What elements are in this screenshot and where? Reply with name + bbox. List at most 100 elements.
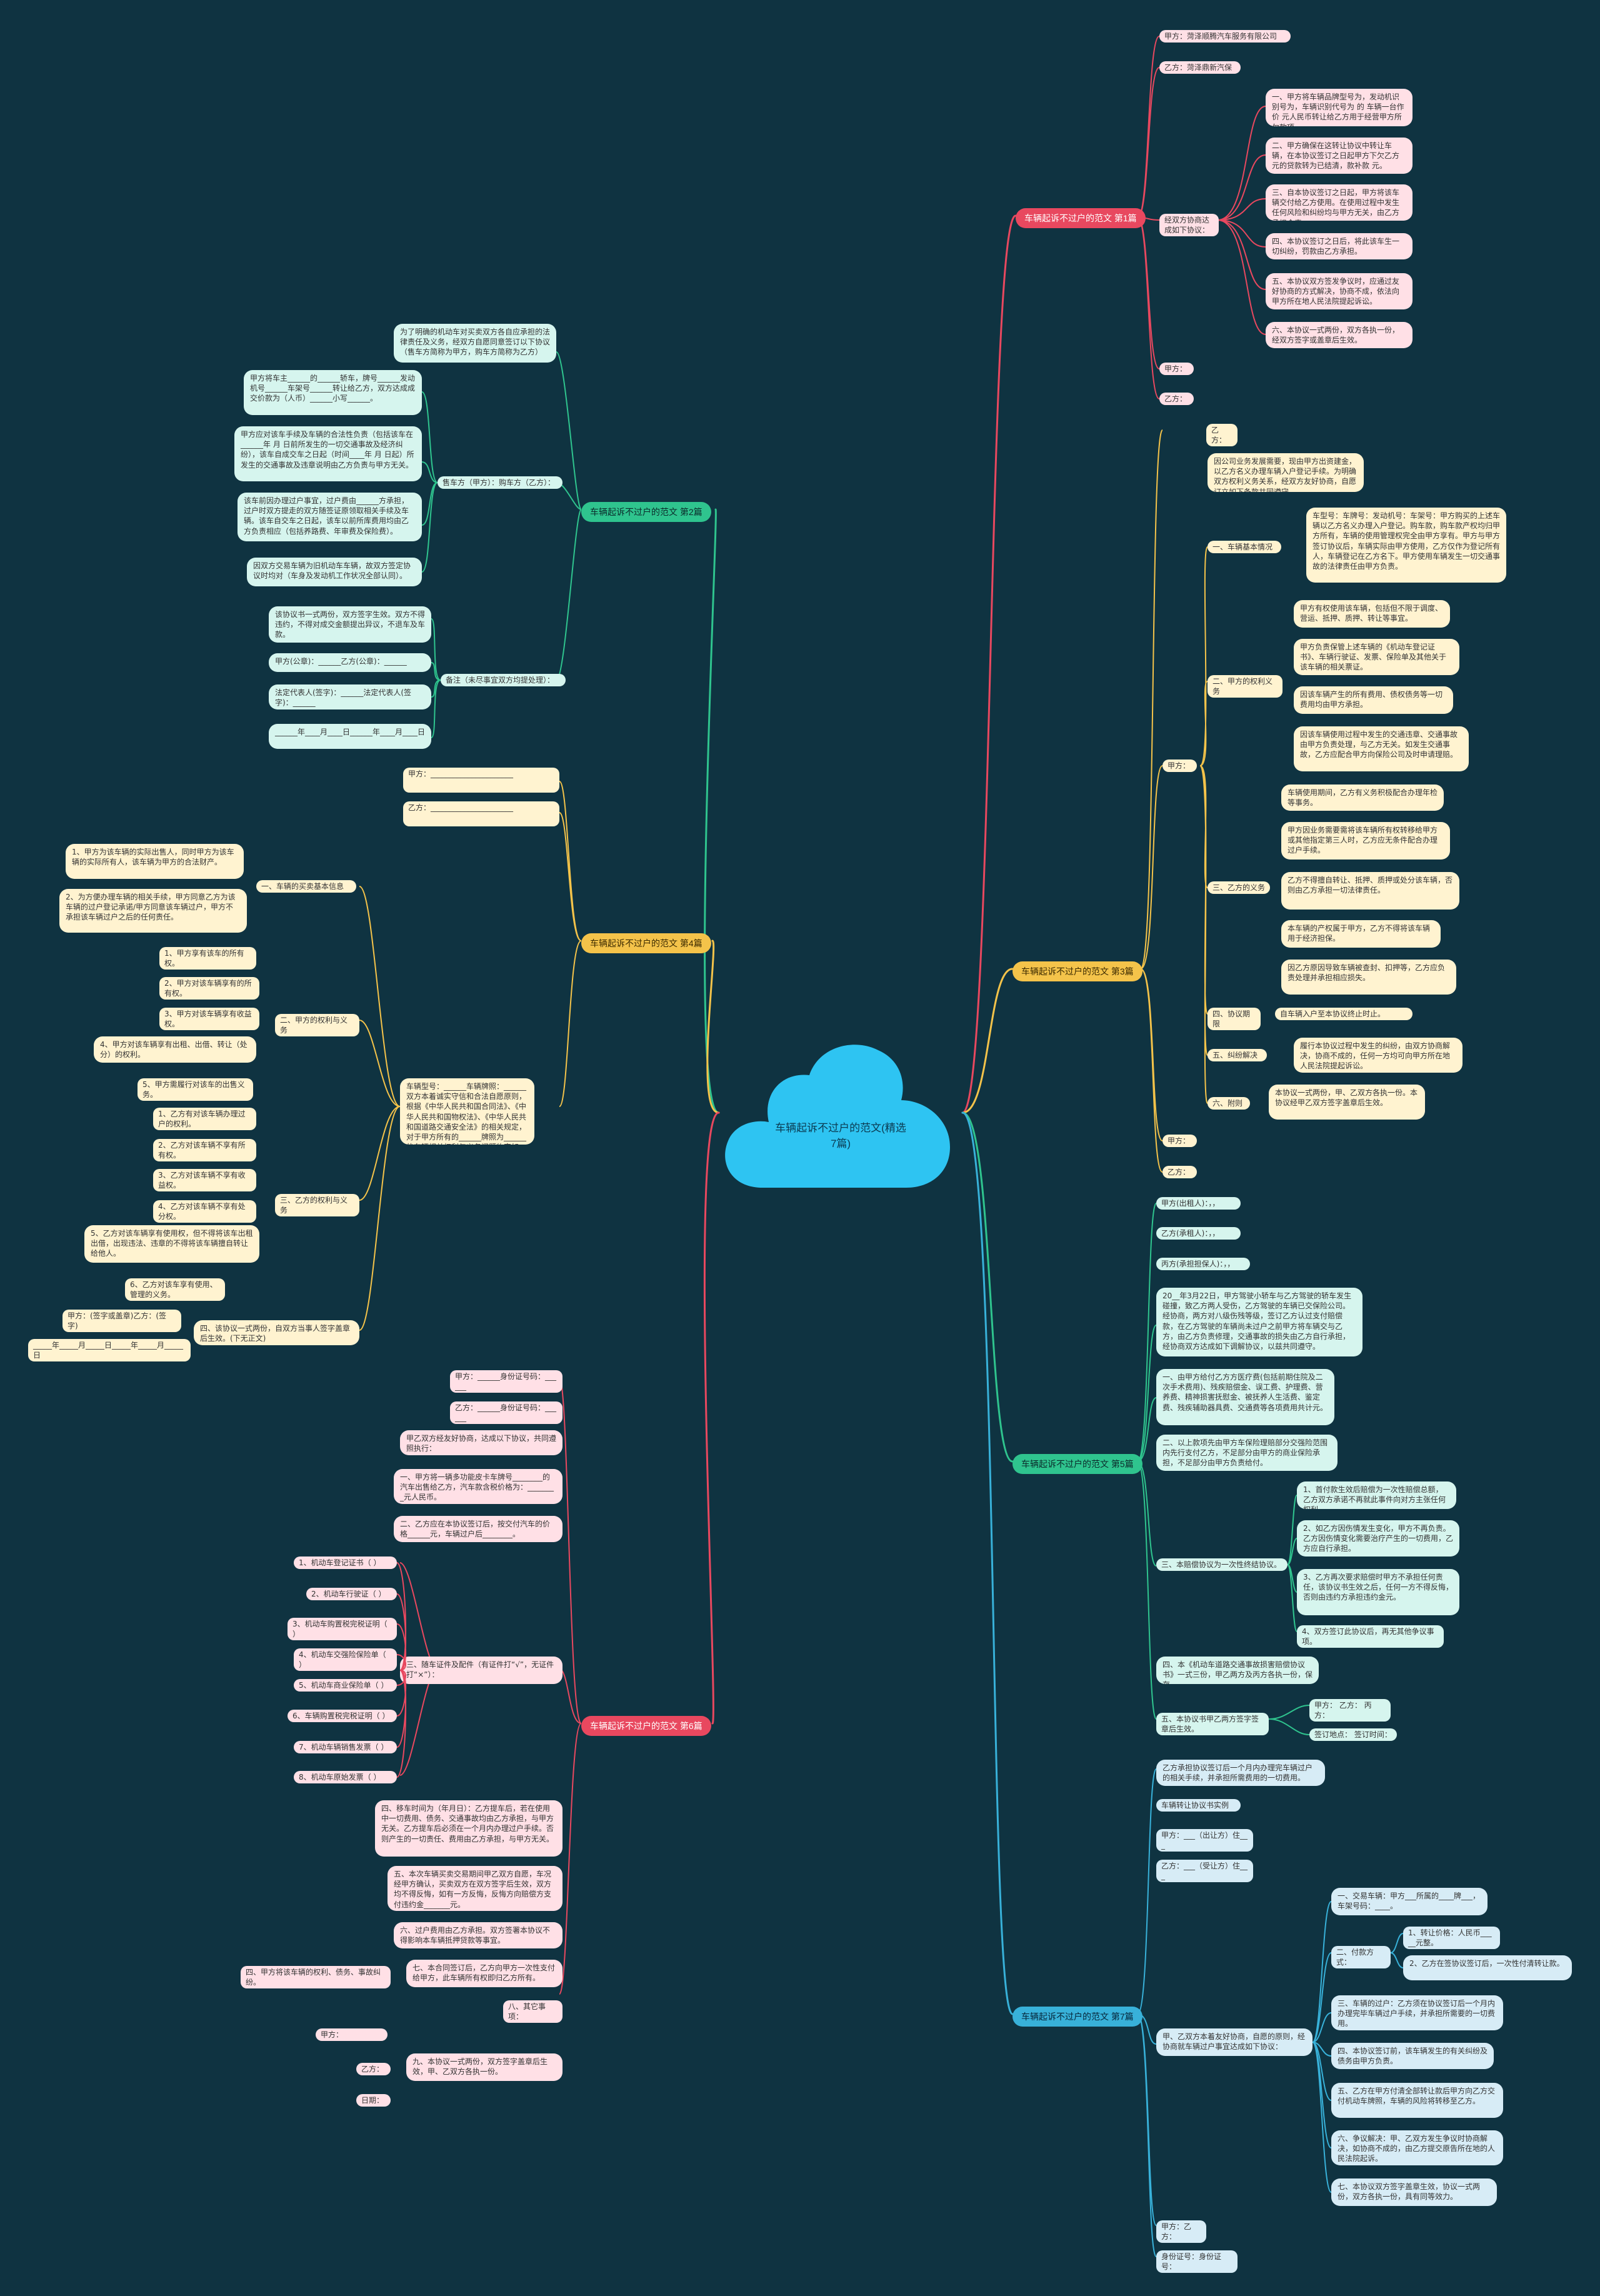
b5-party-b: 乙方(承租人)：，，	[1156, 1227, 1241, 1240]
b1-clause-3: 三、自本协议签订之日起，甲方将该车辆交付给乙方使用。在使用过程中发生任何风险和纠…	[1266, 184, 1412, 221]
b3-s2-item-2: 甲方负责保管上述车辆的《机动车登记证书》、车辆行驶证、发票、保险单及其他关于该车…	[1294, 639, 1459, 675]
b6-clause-2: 二、乙方应在本协议签订后，按交付汽车的价格______元，车辆过户后______…	[394, 1516, 562, 1542]
b4-g4-item-2: _____年_____月_____日_____年_____月_____日	[28, 1339, 191, 1362]
b3-s6-detail: 本协议一式两份，甲、乙双方各执一份。本协议经甲乙双方签字盖章后生效。	[1269, 1085, 1425, 1120]
b4-g2-item-4: 4、甲方对该车辆享有出租、出借、转让（处分）的权利。	[94, 1036, 256, 1063]
b2-section-4: 因双方交易车辆为旧机动车车辆，故双方签定协议时均对（车身及发动机工作状况全部认同…	[247, 558, 422, 586]
b5-s5: 五、本协议书甲乙两方签字签章后生效。	[1156, 1713, 1269, 1736]
b3-s3-item-5: 因乙方原因导致车辆被查封、扣押等，乙方应负责处理并承担相应损失。	[1281, 960, 1456, 995]
b2-section-3: 该车前因办理过户事宜，过户费由______方承担，过户时双方提走的双方随签证原领…	[238, 493, 422, 541]
b7-g2: 二、付款方式：	[1331, 1946, 1391, 1969]
b5-s1: 一、由甲方给付乙方方医疗费(包括前期住院及二次手术费用)、残疾赔偿金、误工费、护…	[1156, 1369, 1334, 1425]
b3-sign-b: 乙方：	[1162, 1166, 1197, 1179]
b6-clause-4: 四、移车时间为（年月日）：乙方提车后，若在使用中一切费用、债务、交通事故均由乙方…	[375, 1800, 562, 1857]
b6-doc-7: 7、机动车辆销售发票（ ）	[294, 1741, 397, 1754]
branch-6[interactable]: 车辆起诉不过户的范文 第6篇	[581, 1716, 711, 1736]
b7-g2-item-2: 2、乙方在签协议签订后，一次性付清转让款。	[1403, 1955, 1572, 1980]
b1-party-b: 乙方：菏泽鼎新汽保	[1159, 61, 1241, 74]
b4-g2-item-3: 3、甲方对该车辆享有收益权。	[159, 1008, 259, 1031]
b3-s2-item-1: 甲方有权使用该车辆，包括但不限于调度、营运、抵押、质押、转让等事宜。	[1294, 600, 1450, 628]
branch-1[interactable]: 车辆起诉不过户的范文 第1篇	[1016, 208, 1146, 228]
b3-s2-item-3: 因该车辆产生的所有费用、债权债务等一切费用均由甲方承担。	[1294, 686, 1453, 714]
b7-g4: 四、本协议签订前，该车辆发生的有关纠纷及债务由甲方负责。	[1331, 2043, 1494, 2069]
b7-sign: 甲方：乙方：	[1156, 2220, 1206, 2243]
b4-g4: 四、该协议一式两份，自双方当事人签字盖章后生效。(下无正文)	[194, 1320, 359, 1345]
b6-sign-a: 甲方：	[316, 2028, 388, 2042]
b3-s1: 一、车辆基本情况	[1208, 541, 1281, 554]
b4-vehicle-hub: 车辆型号：______车辆牌照：______双方本着诚实守信和合法自愿原则，根据…	[400, 1078, 534, 1145]
b6-clause-7: 七、本合同签订后，乙方向甲方一次性支付给甲方，此车辆所有权即归乙方所有。	[406, 1960, 562, 1987]
b2-remark-4: ______年____月____日______年____月____日	[269, 724, 431, 749]
branch-4[interactable]: 车辆起诉不过户的范文 第4篇	[581, 933, 711, 953]
branch-5[interactable]: 车辆起诉不过户的范文 第5篇	[1012, 1454, 1142, 1474]
branch-7[interactable]: 车辆起诉不过户的范文 第7篇	[1012, 2007, 1142, 2027]
b6-preamble: 甲乙双方经友好协商，达成以下协议，共同遵照执行：	[400, 1430, 562, 1455]
b6-party-b: 乙方：______身份证号码：______	[450, 1401, 562, 1425]
b3-s3: 三、乙方的义务	[1208, 881, 1270, 895]
b3-s3-item-2: 甲方因业务需要需将该车辆所有权转移给甲方或其他指定第三人时，乙方应无条件配合办理…	[1281, 822, 1450, 860]
b7-id-numbers: 身份证号：身份证号：	[1156, 2250, 1238, 2273]
b6-documents-hub: 三、随车证件及配件（有证件打“√”，无证件打“×”）：	[400, 1657, 562, 1684]
b5-s4: 四、本《机动车道路交通事故损害赔偿协议书》一式三份，甲乙两方及丙方各执一份，保存	[1156, 1657, 1319, 1684]
b3-s5-detail: 履行本协议过程中发生的纠纷，由双方协商解决，协商不成的，任何一方均可向甲方所在地…	[1294, 1038, 1462, 1073]
b1-sign-b: 乙方：	[1159, 393, 1194, 406]
b2-section-1: 甲方将车主______的______轿车，牌号______发动机号______车…	[244, 370, 422, 415]
b2-remark-3: 法定代表人(签字)：______法定代表人(签字)：______	[269, 684, 431, 709]
b7-seller: 甲方：___（出让方）住___	[1156, 1829, 1253, 1852]
b7-agreement-hub: 甲、乙双方本着友好协商，自愿的原则，经协商就车辆过户事宜达成如下协议：	[1156, 2028, 1312, 2056]
b7-g3: 三、车辆的过户：乙方须在协议签订后一个月内办理完毕车辆过户手续，并承担所需要的一…	[1331, 1995, 1503, 2030]
b6-doc-6: 6、车辆购置税完税证明（ ）	[288, 1710, 397, 1723]
b1-party-a: 甲方：菏泽顺腾汽车服务有限公司	[1159, 30, 1291, 43]
b3-s2: 二、甲方的权利义务	[1208, 675, 1282, 698]
b4-g2: 二、甲方的权利与义务	[275, 1014, 359, 1037]
b5-s5-sign: 甲方： 乙方： 丙方：	[1309, 1699, 1391, 1722]
b6-sign-b: 乙方：	[356, 2063, 391, 2076]
b2-remark-2: 甲方(公章)：______乙方(公章)：______	[269, 653, 431, 672]
b3-party-b: 乙方：	[1206, 424, 1238, 447]
b2-remarks-hub: 备注（未尽事宜双方均提处理）：	[441, 674, 566, 687]
b4-g3-item-5: 5、乙方对该车辆享有使用权，但不得将该车出租出借，出现违法、违章的不得将该车辆擅…	[84, 1225, 259, 1263]
b2-section-2: 甲方应对该车手续及车辆的合法性负责（包括该车在______年 月 日前所发生的一…	[234, 426, 422, 481]
b4-g2-item-1: 1、甲方享有该车的所有权。	[159, 947, 256, 970]
b4-g1: 一、车辆的买卖基本信息	[256, 880, 356, 893]
b5-s3-item-4: 4、双方签订此协议后，再无其他争议事项。	[1297, 1625, 1444, 1648]
b1-clause-5: 五、本协议双方签发争议时，应通过友好协商的方式解决，协商不成，依法向甲方所在地人…	[1266, 273, 1412, 309]
root-cloud	[725, 1045, 950, 1188]
b6-doc-3: 3、机动车购置税完税证明（ ）	[288, 1618, 397, 1641]
b3-party-a-hub: 甲方：	[1162, 759, 1197, 773]
b5-s3-item-3: 3、乙方再次要求赔偿时甲方不承担任何责任，该协议书生效之后，任何一方不得反悔，否…	[1297, 1569, 1459, 1615]
b2-intro: 为了明确的机动车对买卖双方各自应承担的法律责任及义务，经双方自愿同意签订以下协议…	[394, 324, 556, 363]
branch-2[interactable]: 车辆起诉不过户的范文 第2篇	[581, 502, 711, 522]
b3-s1-detail: 车型号：车牌号：发动机号：车架号：甲方购买的上述车辆以乙方名义办理入户登记。购车…	[1306, 508, 1506, 583]
b4-g3-item-4: 4、乙方对该车辆不享有处分权。	[153, 1200, 256, 1223]
b6-doc-1: 1、机动车登记证书（ ）	[294, 1557, 397, 1570]
b3-s2-item-4: 因该车辆使用过程中发生的交通违章、交通事故由甲方负责处理，与乙方无关。如发生交通…	[1294, 726, 1469, 771]
b6-side-note: 四、甲方将该车辆的权利、债务、事故纠纷。	[241, 1966, 391, 1989]
b3-s3-item-4: 本车辆的产权属于甲方，乙方不得将该车辆用于经济担保。	[1281, 920, 1441, 948]
b6-clause-1: 一、甲方将一辆多功能皮卡车牌号________的汽车出售给乙方，汽车款含税价格为…	[394, 1469, 562, 1504]
b6-doc-8: 8、机动车原始发票（ ）	[294, 1771, 397, 1784]
b7-g6: 六、争议解决：甲、乙双方发生争议时协商解决，如协商不成的，由乙方提交原告所在地的…	[1331, 2130, 1503, 2165]
b3-s5: 五、纠纷解决	[1208, 1049, 1267, 1062]
b4-g4-item-1: 甲方：(签字或盖章)乙方：(签字)	[62, 1310, 181, 1333]
branch-3[interactable]: 车辆起诉不过户的范文 第3篇	[1012, 961, 1142, 981]
b4-g3-item-3: 3、乙方对该车辆不享有收益权。	[153, 1169, 256, 1192]
b6-date: 日期：	[356, 2094, 391, 2107]
b7-buyer: 乙方：___（受让方）住___	[1156, 1860, 1253, 1883]
b4-g1-item-1: 1、甲方为该车辆的实际出售人，同时甲方为该车辆的实际所有人，该车辆为甲方的合法财…	[66, 844, 244, 879]
b5-party-c: 丙方(承担担保人)：，，	[1156, 1258, 1250, 1271]
b5-party-a: 甲方(出租人)：，，	[1156, 1197, 1241, 1210]
b4-g3-item-2: 2、乙方对该车辆不享有所有权。	[153, 1139, 256, 1162]
b3-s4-detail: 自车辆入户至本协议终止时止。	[1275, 1008, 1412, 1021]
b4-g3-item-6: 6、乙方对该车享有使用、管理的义务。	[125, 1278, 225, 1301]
b5-s5-place: 签订地点： 签订时间：	[1309, 1728, 1397, 1742]
b6-clause-8: 八、其它事项：	[503, 2000, 562, 2023]
b5-s3: 三、本赔偿协议为一次性终结协议。	[1156, 1558, 1288, 1572]
b4-g3-item-1: 1、乙方有对该车辆办理过户的权利。	[153, 1108, 256, 1131]
b1-agreement-hub: 经双方协商达成如下协议：	[1159, 214, 1219, 237]
b6-doc-4: 4、机动车交强险保险单（ ）	[294, 1648, 397, 1672]
b7-g2-item-1: 1、转让价格：人民币_____元整。	[1403, 1927, 1500, 1950]
b5-s2: 二、以上款项先由甲方车保险理赔部分交强险范围内先行支付乙方，不足部分由甲方的商业…	[1156, 1435, 1338, 1471]
b3-s3-item-3: 乙方不得擅自转让、抵押、质押或处分该车辆，否则由乙方承担一切法律责任。	[1281, 872, 1459, 910]
b6-clause-5: 五、本次车辆买卖交易期间甲乙双方自愿，车况经甲方确认，买卖双方在双方签字后生效，…	[388, 1866, 562, 1911]
